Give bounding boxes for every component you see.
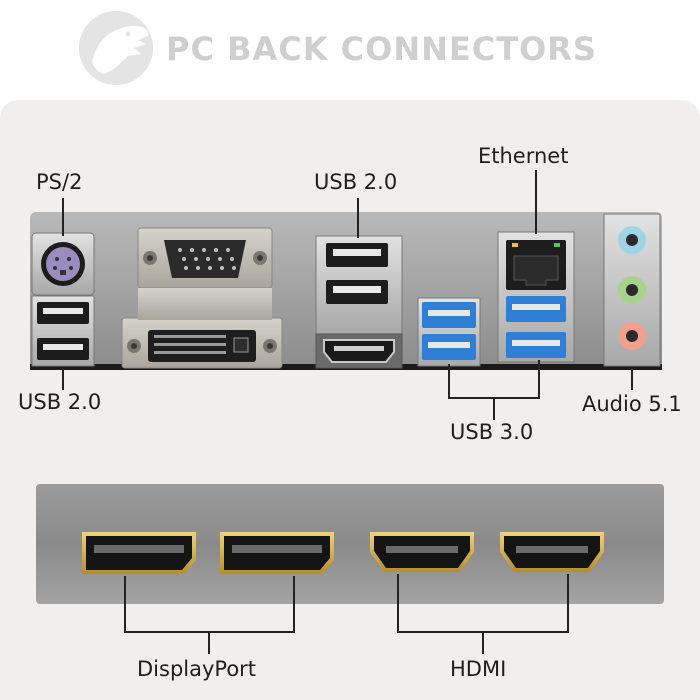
- hdmi-onboard-port: [315, 333, 403, 369]
- label-usb30: USB 3.0: [450, 420, 534, 444]
- audio-jacks: [603, 213, 661, 367]
- ps2-port: [31, 232, 95, 296]
- vga-port: [143, 240, 267, 278]
- usb30-left-stack: [417, 297, 481, 367]
- dvi-port: [127, 330, 277, 362]
- displayport-2: [220, 532, 334, 574]
- label-usb20-top: USB 2.0: [314, 170, 398, 194]
- leader-lines-bottom: [124, 574, 569, 654]
- label-ethernet: Ethernet: [478, 144, 569, 168]
- label-hdmi: HDMI: [450, 657, 507, 681]
- label-ps2: PS/2: [36, 170, 83, 194]
- label-audio: Audio 5.1: [582, 392, 682, 416]
- displayport-1: [82, 532, 196, 574]
- usb30-right-stack: [506, 296, 566, 358]
- hdmi-port-2: [500, 532, 604, 572]
- gpu-plate: [36, 484, 664, 604]
- leader-lines-top: [62, 170, 633, 420]
- usb20-left-stack: [31, 295, 95, 367]
- hdmi-port-1: [370, 532, 474, 572]
- page-title: PC BACK CONNECTORS: [166, 30, 597, 68]
- usb20-center-stack: [315, 235, 403, 335]
- label-displayport: DisplayPort: [137, 657, 257, 681]
- label-usb20-left: USB 2.0: [18, 390, 102, 414]
